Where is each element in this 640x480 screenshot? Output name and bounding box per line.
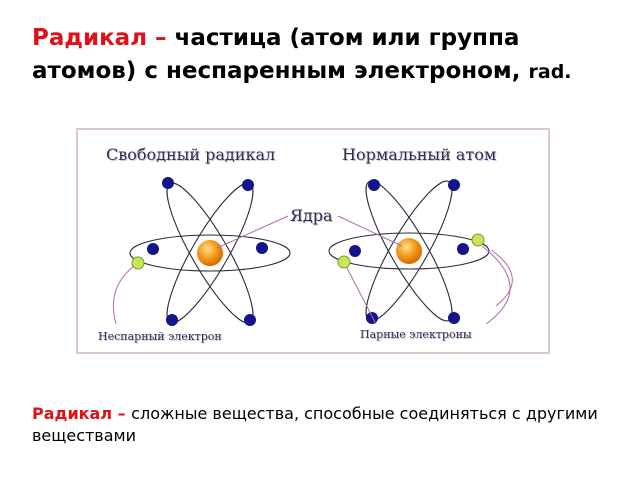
- orbit: [328, 232, 490, 270]
- diagram-frame: [76, 128, 550, 354]
- title-term: Радикал: [32, 25, 148, 51]
- title-text: частица (атом или группа атомов) с неспа…: [32, 25, 521, 84]
- paired-electrons-label: Парные электроны: [360, 328, 472, 341]
- radical-note: Радикал – сложные вещества, способные со…: [32, 403, 622, 447]
- leader-line: [112, 265, 135, 325]
- electron: [457, 243, 469, 255]
- electron: [256, 242, 268, 254]
- slide-title: Радикал – частица (атом или группа атомо…: [32, 22, 622, 89]
- leader-line: [490, 249, 513, 307]
- electron: [368, 179, 380, 191]
- leader-line: [337, 215, 403, 247]
- normal-atom-label: Нормальный атом: [342, 145, 497, 164]
- nucleus: [197, 240, 223, 266]
- electron: [244, 314, 256, 326]
- orbit: [129, 234, 291, 272]
- normal-atom: [328, 179, 490, 324]
- title-suffix: rad.: [528, 61, 572, 83]
- unpaired-electron: [131, 256, 145, 270]
- leader-lines: [112, 215, 513, 325]
- electron: [242, 179, 254, 191]
- electron: [349, 245, 361, 257]
- electron: [448, 179, 460, 191]
- note-text: сложные вещества, способные соединяться …: [32, 404, 598, 445]
- free-radical-label: Свободный радикал: [106, 145, 276, 164]
- unpaired-electron-label: Неспарный электрон: [98, 330, 222, 343]
- leader-line: [216, 215, 289, 249]
- atom-diagram-graphic: [76, 128, 550, 354]
- title-dash: –: [147, 25, 175, 51]
- nucleus: [396, 238, 422, 264]
- paired-electron: [337, 255, 351, 269]
- nuclei-label: Ядра: [290, 206, 333, 225]
- atom-diagram: Свободный радикал Нормальный атом Ядра Н…: [76, 128, 550, 354]
- electron: [448, 312, 460, 324]
- electron: [366, 312, 378, 324]
- electron: [166, 314, 178, 326]
- note-dash: –: [112, 404, 132, 423]
- leader-line: [346, 267, 377, 325]
- leader-line: [481, 245, 511, 325]
- electron: [147, 243, 159, 255]
- electron: [162, 177, 174, 189]
- note-term: Радикал: [32, 404, 113, 423]
- paired-electron: [471, 233, 485, 247]
